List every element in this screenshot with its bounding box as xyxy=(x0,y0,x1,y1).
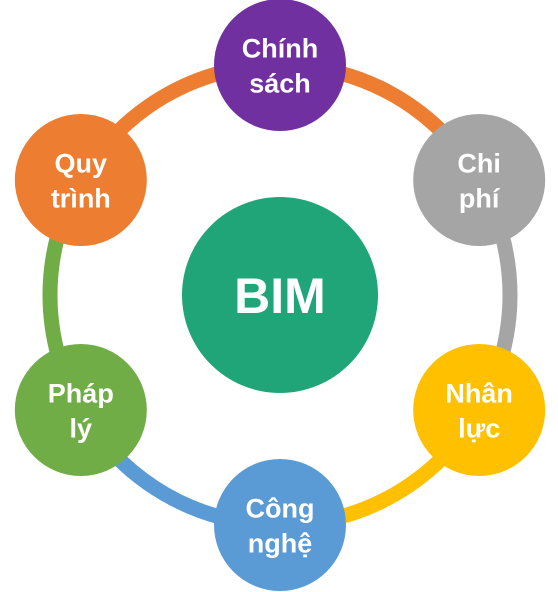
node-label-phap-ly-line-2: lý xyxy=(70,414,93,444)
node-circle-cong-nghe xyxy=(214,459,346,591)
node-circle-chinh-sach xyxy=(214,0,346,131)
node-label-nhan-luc-line-2: lực xyxy=(458,414,500,444)
node-chinh-sach: Chính sách xyxy=(214,0,346,131)
node-quy-trinh: Quy trình xyxy=(14,114,147,246)
node-label-quy-trinh-line-1: Quy xyxy=(55,149,108,179)
node-label-chi-phi-line-2: phí xyxy=(459,184,501,214)
node-label-quy-trinh-line-2: trình xyxy=(51,184,111,214)
node-label-cong-nghe-line-1: Công xyxy=(246,494,315,524)
node-label-phap-ly-line-1: Pháp xyxy=(48,379,114,409)
node-label-nhan-luc-line-1: Nhân xyxy=(445,379,513,409)
node-chi-phi: Chi phí xyxy=(413,114,546,246)
center-node: BIM xyxy=(182,197,378,393)
node-label-chinh-sach-line-2: sách xyxy=(249,69,311,99)
node-phap-ly: Pháp lý xyxy=(14,344,147,476)
node-circle-phap-ly xyxy=(14,344,147,476)
node-circle-chi-phi xyxy=(413,114,546,246)
node-label-chi-phi-line-1: Chi xyxy=(457,149,501,179)
node-circle-quy-trinh xyxy=(14,114,147,246)
node-cong-nghe: Công nghệ xyxy=(214,459,346,591)
node-nhan-luc: Nhân lực xyxy=(413,344,546,476)
node-label-chinh-sach-line-1: Chính xyxy=(242,34,318,64)
node-label-cong-nghe-line-2: nghệ xyxy=(248,529,313,559)
center-label: BIM xyxy=(234,268,326,324)
center-circle xyxy=(182,197,378,393)
node-circle-nhan-luc xyxy=(413,344,546,476)
